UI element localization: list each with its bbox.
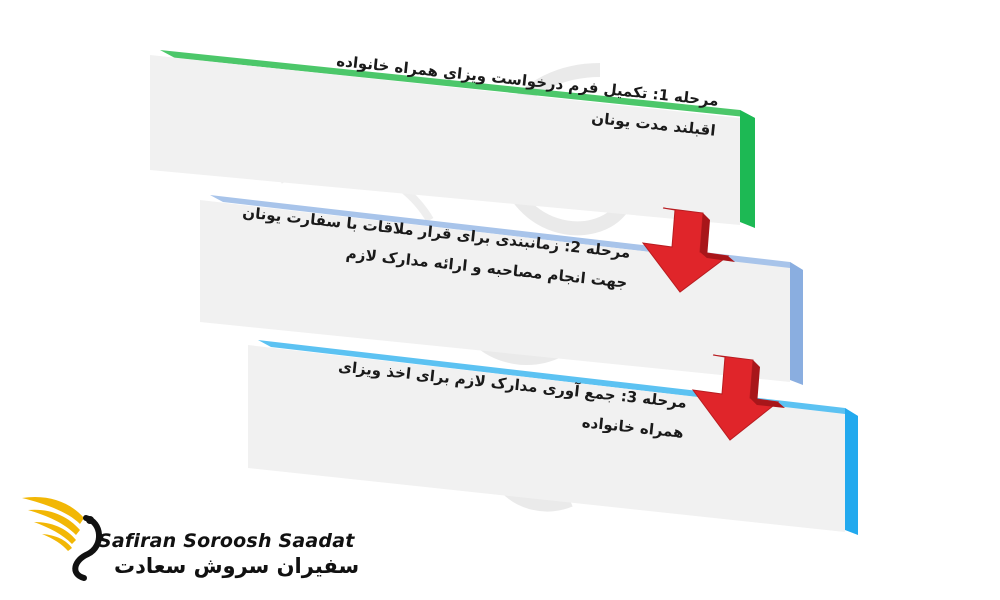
step-card-2-side-edge <box>790 262 803 385</box>
logo-latin-text: Safiran Soroosh Saadat <box>98 530 355 552</box>
wing-icon <box>22 496 102 581</box>
arrow-down-icon-2 <box>691 354 785 441</box>
step-card-2-face <box>200 200 790 382</box>
step-card-1-top-edge <box>160 50 755 118</box>
step-card-1-side-edge <box>740 110 755 228</box>
logo-persian-text: سفیران سروش سعادت <box>114 554 360 578</box>
brand-logo: Safiran Soroosh Saadat سفیران سروش سعادت <box>18 488 359 583</box>
arrow-down-icon-1 <box>641 207 735 293</box>
step-card-1-face <box>150 55 740 225</box>
step-card-3-face <box>248 345 845 532</box>
step-card-3-side-edge <box>845 408 858 535</box>
